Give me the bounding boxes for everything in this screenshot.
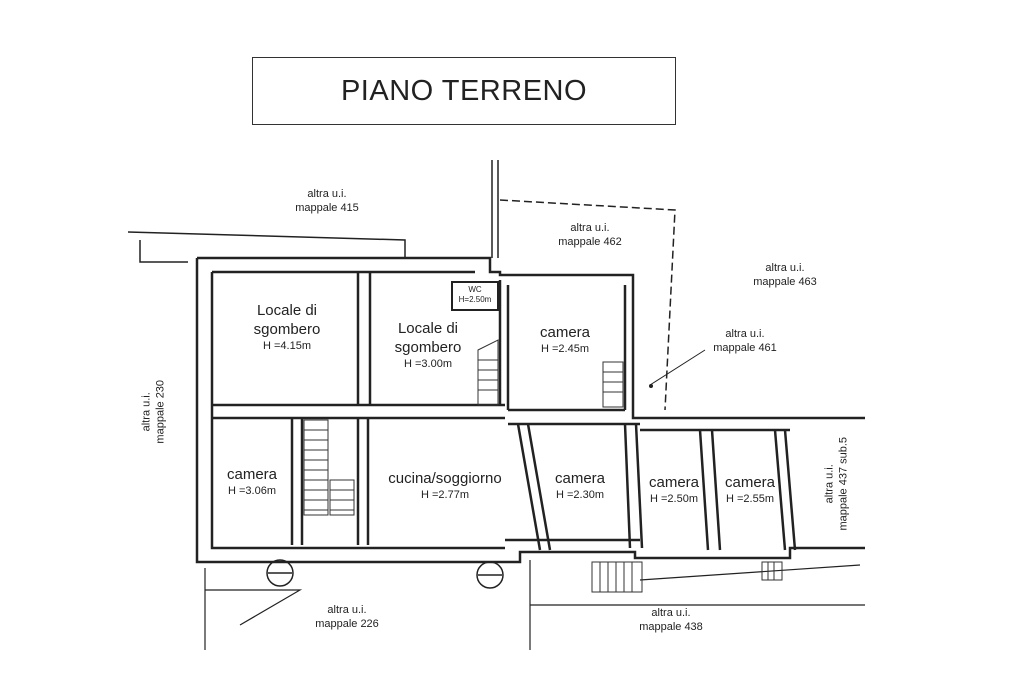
- room-locale1-line2: sgombero: [253, 320, 321, 338]
- plan-title: PIANO TERRENO: [252, 57, 676, 125]
- neighbor-437-line1: altra u.i.: [823, 464, 836, 504]
- room-camera-top-height: H =2.45m: [541, 342, 589, 355]
- stair-locale2: [477, 339, 499, 406]
- wall-cucina-right: [516, 423, 552, 551]
- stair-central-2: [329, 479, 355, 516]
- neighbor-463-line2: mappale 463: [753, 275, 817, 288]
- room-locale2-line1: Locale di: [397, 320, 459, 337]
- neighbor-226-line1: altra u.i.: [327, 604, 367, 616]
- room-wc-label: WC: [468, 285, 482, 294]
- neighbor-230-line1: altra u.i.: [140, 392, 153, 432]
- plan-title-text: PIANO TERRENO: [340, 74, 588, 107]
- well-left: [266, 559, 294, 587]
- room-locale2-line2: sgombero: [394, 338, 462, 356]
- neighbor-230-line2: mappale 230: [154, 379, 166, 444]
- wall-row1-bottom: [212, 403, 505, 420]
- room-locale2-height: H =3.00m: [404, 357, 452, 370]
- neighbor-437-line2: mappale 437 sub.5: [837, 436, 849, 531]
- ground-line-226: [204, 568, 303, 650]
- room-camera-top: camera H =2.45m: [520, 324, 610, 357]
- point-461: [649, 384, 653, 388]
- neighbor-461-line1: altra u.i.: [725, 328, 765, 340]
- room-camera-top-label: camera: [539, 324, 591, 341]
- wall-camera-top-bottom: [508, 408, 640, 426]
- room-wc: WC H=2.50m: [452, 285, 498, 304]
- neighbor-415-line1: altra u.i.: [307, 188, 347, 200]
- room-locale1-line1: Locale di: [256, 302, 318, 319]
- wall-r2-right: [773, 429, 797, 551]
- neighbor-label-462: altra u.i. mappale 462: [545, 222, 635, 250]
- room-camera-mid: camera H =2.30m: [535, 470, 625, 503]
- wc-box: [451, 281, 499, 311]
- wall-stair-right: [356, 418, 370, 545]
- wall-mid-right: [623, 423, 644, 549]
- neighbor-415-line2: mappale 415: [295, 201, 359, 214]
- wall-locale2-right: [498, 280, 510, 410]
- neighbor-label-437: altra u.i. mappale 437 sub.5: [823, 424, 851, 544]
- neighbor-462-line1: altra u.i.: [570, 222, 610, 234]
- room-camera-left-height: H =3.06m: [228, 484, 276, 497]
- stair-right: [761, 561, 783, 581]
- room-locale-sgombero-2: Locale di sgombero H =3.00m: [373, 320, 483, 371]
- outer-wall-inner: [210, 270, 640, 550]
- neighbor-438-line2: mappale 438: [639, 620, 703, 633]
- well-right: [476, 561, 504, 589]
- neighbor-line-vertical: [491, 160, 499, 258]
- room-camera-mid-label: camera: [554, 470, 606, 487]
- neighbor-line-462: [499, 199, 676, 411]
- room-camera-right-1: camera H =2.50m: [640, 474, 708, 507]
- room-camera-r1-height: H =2.50m: [650, 492, 698, 505]
- room-wc-height: H=2.50m: [458, 294, 492, 304]
- neighbor-label-461: altra u.i. mappale 461: [700, 328, 790, 356]
- neighbor-label-438: altra u.i. mappale 438: [626, 607, 716, 635]
- neighbor-label-226: altra u.i. mappale 226: [302, 604, 392, 632]
- leader-line-461: [649, 349, 706, 386]
- neighbor-461-line2: mappale 461: [713, 341, 777, 354]
- room-cucina-height: H =2.77m: [421, 488, 469, 501]
- wall-camera-left-right: [290, 418, 304, 545]
- room-locale-sgombero-1: Locale di sgombero H =4.15m: [232, 302, 342, 353]
- room-camera-left-label: camera: [226, 466, 278, 483]
- room-cucina-label: cucina/soggiorno: [388, 470, 502, 487]
- neighbor-label-230: altra u.i. mappale 230: [140, 362, 168, 462]
- outer-wall: [195, 256, 865, 564]
- room-cucina-soggiorno: cucina/soggiorno H =2.77m: [375, 470, 515, 503]
- room-locale1-height: H =4.15m: [263, 339, 311, 352]
- room-camera-r2-height: H =2.55m: [726, 492, 774, 505]
- room-camera-mid-height: H =2.30m: [556, 488, 604, 501]
- neighbor-463-line1: altra u.i.: [765, 262, 805, 274]
- wall-r1-right: [698, 429, 722, 551]
- stair-central: [303, 419, 329, 516]
- neighbor-226-line2: mappale 226: [315, 617, 379, 630]
- wall-locale1-right: [356, 272, 372, 405]
- stair-camera-top: [602, 361, 624, 408]
- neighbor-line-top: [127, 231, 406, 263]
- room-camera-r2-label: camera: [724, 474, 776, 491]
- ground-line-438: [529, 560, 865, 650]
- room-camera-right-2: camera H =2.55m: [716, 474, 784, 507]
- neighbor-label-463: altra u.i. mappale 463: [740, 262, 830, 290]
- room-camera-r1-label: camera: [648, 474, 700, 491]
- room-camera-left: camera H =3.06m: [212, 466, 292, 499]
- neighbor-label-415: altra u.i. mappale 415: [282, 188, 372, 216]
- neighbor-438-line1: altra u.i.: [651, 607, 691, 619]
- stair-front: [591, 561, 643, 593]
- neighbor-462-line2: mappale 462: [558, 235, 622, 248]
